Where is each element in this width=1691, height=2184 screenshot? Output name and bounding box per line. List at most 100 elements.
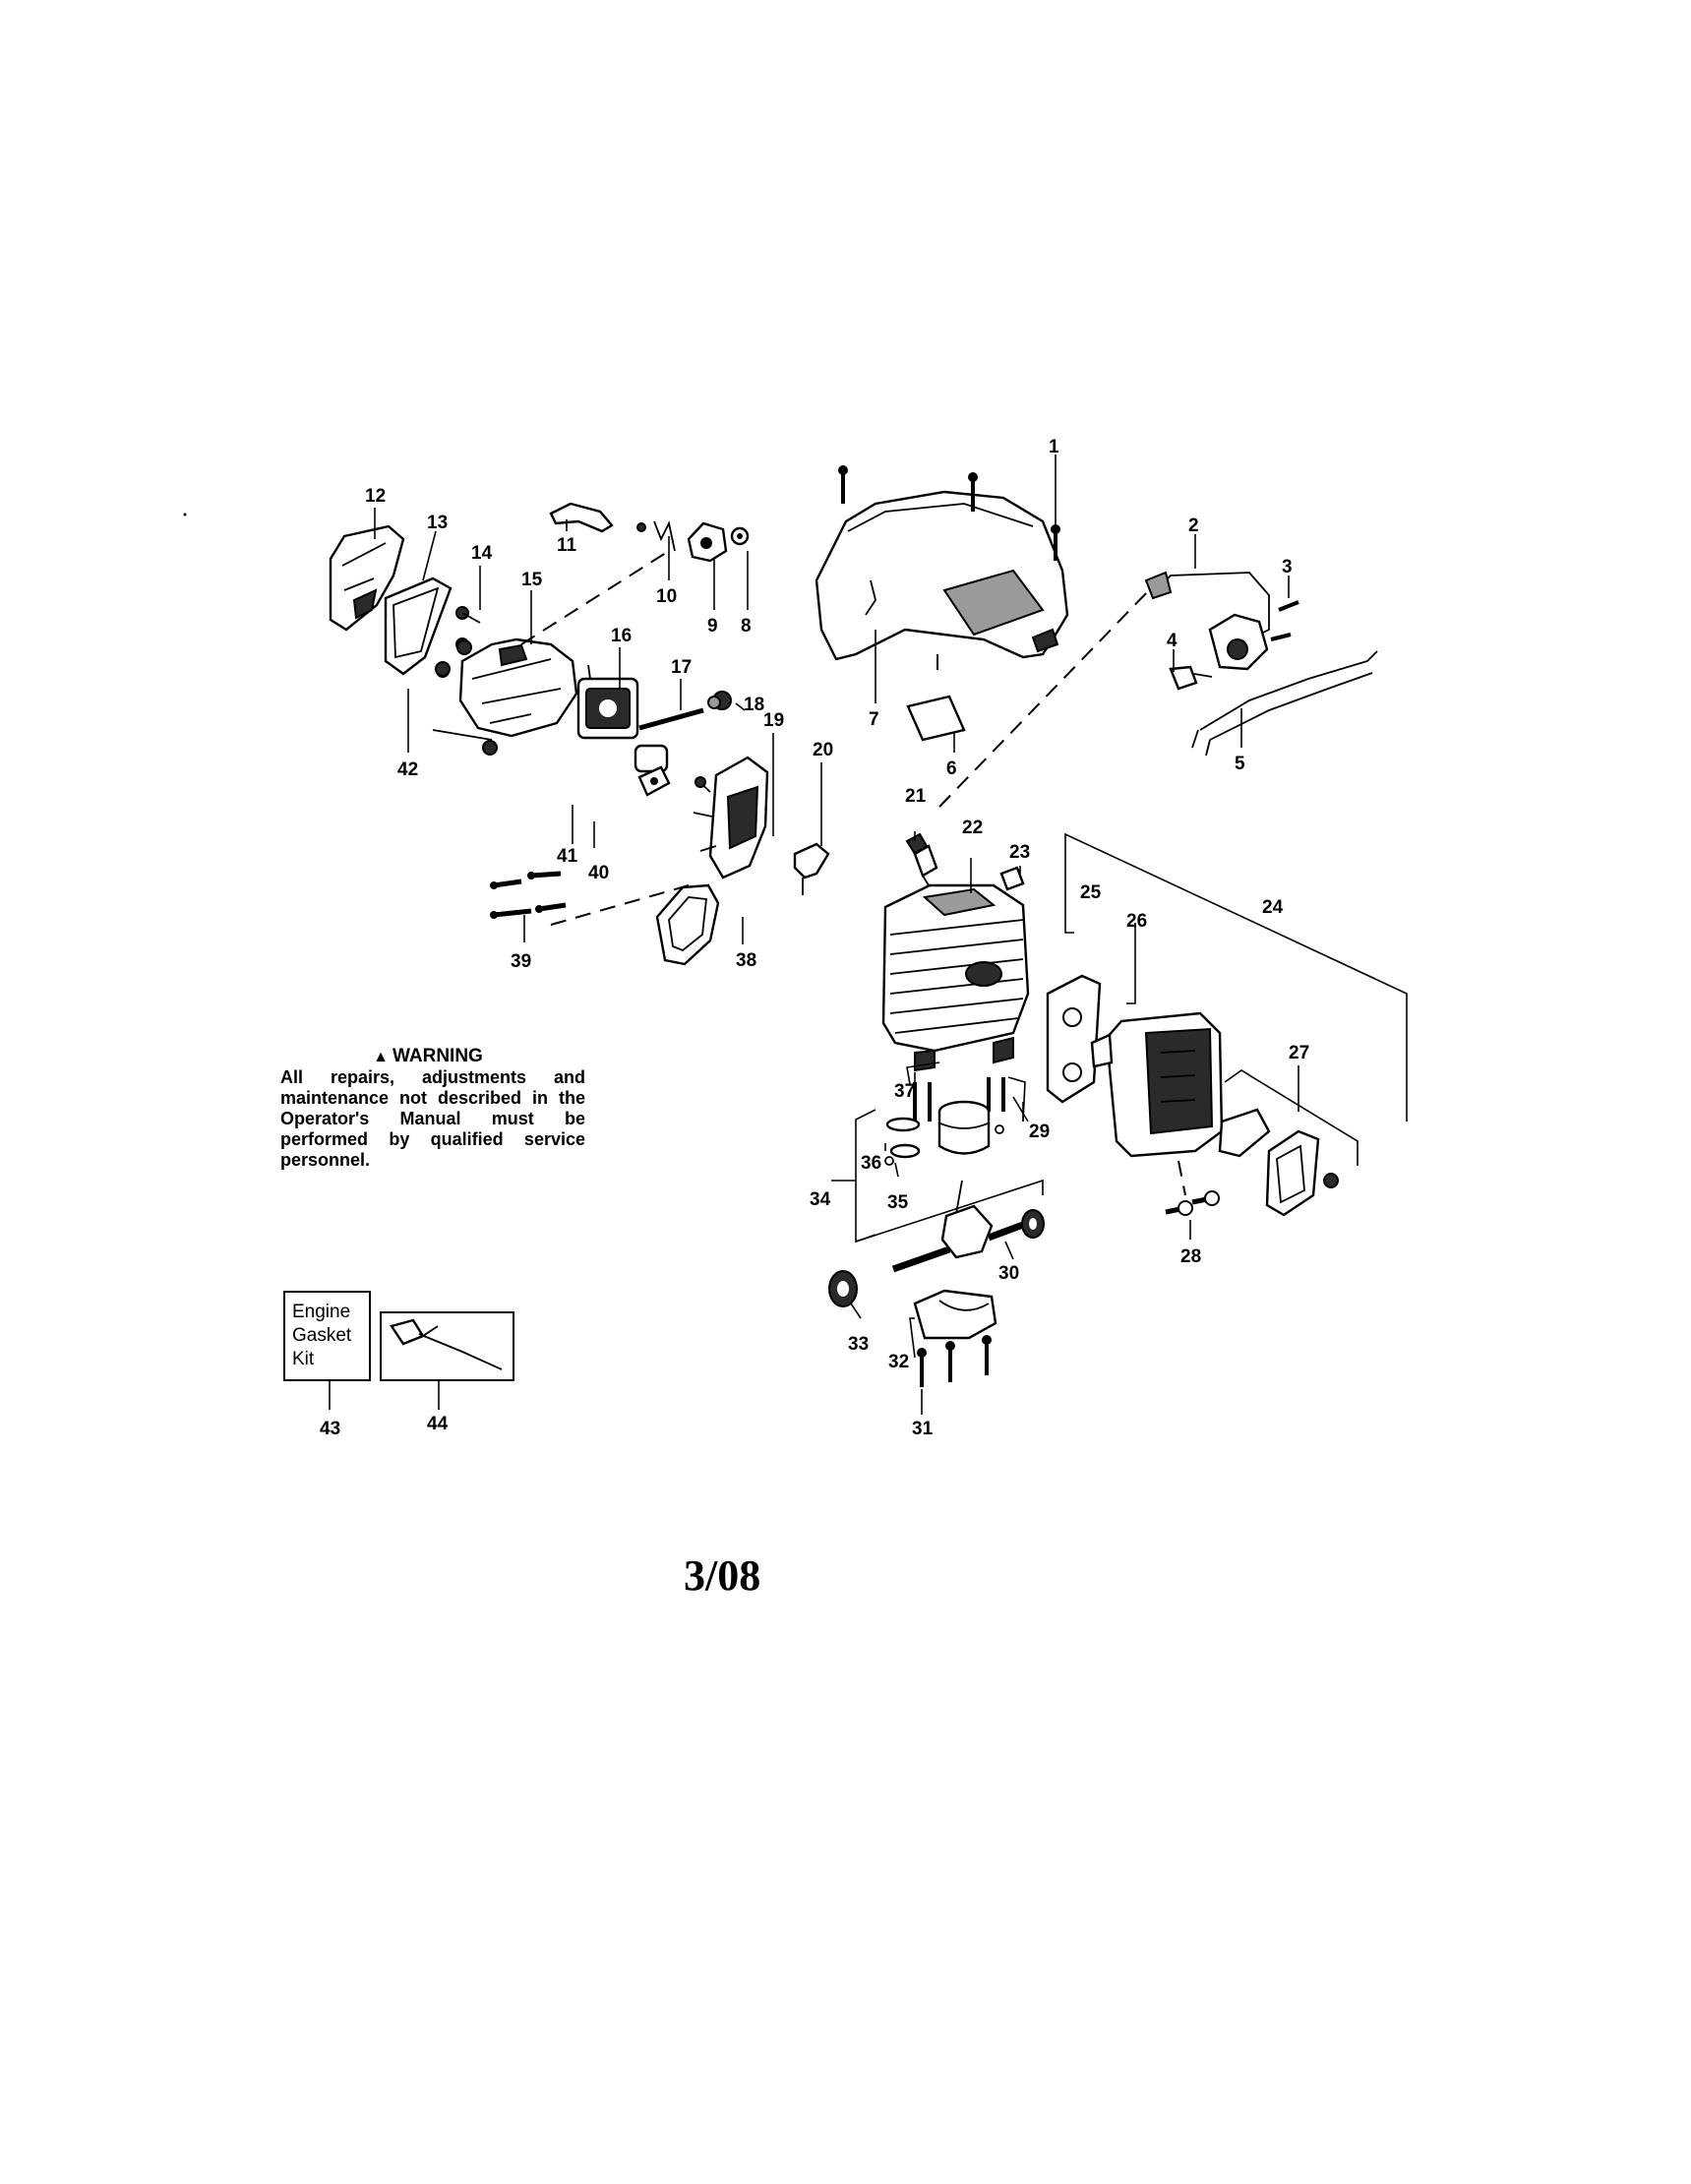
kit-label-line-2: Gasket bbox=[292, 1325, 352, 1346]
part-15-clutch-cover bbox=[432, 637, 578, 756]
revision-date: 3/08 bbox=[684, 1551, 761, 1600]
part-42-nuts bbox=[435, 639, 472, 677]
part-2-ignition-lead bbox=[1144, 571, 1270, 640]
callout-31: 31 bbox=[912, 1419, 934, 1439]
part-piston bbox=[937, 1100, 991, 1155]
part-29-bolts bbox=[987, 1077, 1005, 1112]
callout-33: 33 bbox=[848, 1334, 869, 1355]
bracket-30 bbox=[855, 1179, 1044, 1243]
part-3-screws bbox=[1270, 600, 1299, 641]
callout-19: 19 bbox=[763, 710, 784, 731]
callout-24: 24 bbox=[1262, 897, 1284, 918]
callout-16: 16 bbox=[611, 626, 632, 646]
callout-17: 17 bbox=[671, 657, 692, 678]
callout-35: 35 bbox=[887, 1192, 909, 1213]
callout-41: 41 bbox=[557, 846, 578, 867]
part-31-bolts bbox=[917, 1335, 992, 1387]
part-12-side-cover bbox=[329, 524, 405, 632]
callout-38: 38 bbox=[736, 950, 756, 971]
part-13-gasket bbox=[384, 576, 453, 676]
callout-37: 37 bbox=[894, 1081, 915, 1102]
callout-12: 12 bbox=[365, 486, 386, 507]
tool-box-frame bbox=[380, 1311, 514, 1381]
part-9-pump bbox=[687, 521, 728, 563]
part-44-scrench-tool bbox=[390, 1318, 503, 1370]
callout-13: 13 bbox=[427, 513, 448, 533]
callout-36: 36 bbox=[861, 1153, 881, 1174]
callout-23: 23 bbox=[1009, 842, 1030, 863]
callout-25: 25 bbox=[1080, 882, 1102, 903]
callout-11: 11 bbox=[557, 535, 577, 556]
part-7-top-cover bbox=[815, 490, 1069, 661]
part-8-grommet bbox=[730, 526, 750, 546]
callout-3: 3 bbox=[1282, 557, 1293, 577]
bracket-27 bbox=[1224, 1069, 1359, 1166]
part-6-decal bbox=[906, 695, 966, 742]
callout-7: 7 bbox=[869, 709, 879, 730]
part-bearing-right bbox=[1021, 1209, 1045, 1239]
stray-dot bbox=[183, 513, 187, 516]
part-36-ring bbox=[885, 1117, 921, 1132]
callout-39: 39 bbox=[511, 951, 531, 972]
warning-triangle-icon: ▲ bbox=[373, 1049, 389, 1065]
part-28-screws bbox=[1165, 1190, 1220, 1216]
callout-4: 4 bbox=[1167, 631, 1178, 651]
kit-label-line-1: Engine bbox=[292, 1302, 351, 1322]
assembly-line-28 bbox=[1178, 1160, 1186, 1196]
part-14-screw bbox=[455, 606, 481, 624]
part-19-filter-base bbox=[693, 756, 769, 880]
part-1-screws bbox=[838, 465, 1060, 561]
bracket-24 bbox=[1064, 832, 1408, 1122]
warning-title-text: WARNING bbox=[393, 1046, 483, 1066]
part-21-spark-plug bbox=[905, 832, 938, 886]
callout-44: 44 bbox=[427, 1414, 449, 1434]
part-16-carburetor bbox=[576, 664, 639, 740]
part-5-wire-harness bbox=[1191, 650, 1378, 757]
part-38-gasket bbox=[655, 883, 720, 966]
part-30-crankshaft bbox=[891, 1180, 1025, 1273]
callout-6: 6 bbox=[946, 758, 957, 779]
part-35-clips bbox=[884, 1124, 1004, 1166]
callout-32: 32 bbox=[888, 1352, 909, 1372]
callout-2: 2 bbox=[1188, 516, 1199, 536]
callout-21: 21 bbox=[905, 786, 927, 807]
bracket-34 bbox=[831, 1109, 876, 1244]
kit-label-line-3: Kit bbox=[292, 1349, 315, 1369]
callout-18: 18 bbox=[744, 695, 764, 715]
callout-30: 30 bbox=[998, 1263, 1019, 1284]
callout-14: 14 bbox=[471, 543, 493, 564]
leader-lines bbox=[329, 455, 1299, 1415]
callout-10: 10 bbox=[656, 586, 677, 607]
callout-1: 1 bbox=[1049, 437, 1059, 457]
part-39-bolts bbox=[490, 871, 567, 919]
callout-34: 34 bbox=[810, 1189, 831, 1210]
part-26-muffler bbox=[1090, 1011, 1224, 1158]
part-33-seal bbox=[828, 1270, 858, 1307]
callout-26: 26 bbox=[1126, 911, 1147, 932]
part-20-filter bbox=[793, 842, 830, 895]
callout-22: 22 bbox=[962, 818, 983, 838]
engine-gasket-kit-box: Engine Gasket Kit bbox=[283, 1291, 371, 1381]
callout-9: 9 bbox=[707, 616, 718, 637]
part-27-screen bbox=[1218, 1108, 1320, 1217]
part-25-gasket bbox=[1046, 974, 1102, 1104]
part-40-gasket bbox=[637, 765, 671, 797]
bracket-37-29 bbox=[906, 1062, 1026, 1122]
assembly-line-15-10 bbox=[520, 550, 670, 645]
part-18-choke-knob bbox=[707, 691, 732, 710]
part-22-cylinder bbox=[881, 883, 1030, 1072]
part-17-throttle-rod bbox=[638, 707, 704, 731]
callout-28: 28 bbox=[1180, 1246, 1201, 1267]
warning-title: ▲WARNING bbox=[271, 1046, 585, 1067]
callout-5: 5 bbox=[1235, 754, 1245, 774]
callout-8: 8 bbox=[741, 616, 752, 637]
callout-40: 40 bbox=[588, 863, 609, 883]
warning-body: All repairs, adjustments and maintenance… bbox=[280, 1067, 585, 1170]
callout-42: 42 bbox=[397, 759, 418, 780]
part-37-bolts bbox=[913, 1082, 932, 1122]
part-ignition-module bbox=[1208, 613, 1269, 671]
warning-notice: ▲WARNING All repairs, adjustments and ma… bbox=[280, 1046, 585, 1171]
callout-15: 15 bbox=[521, 570, 543, 590]
callout-43: 43 bbox=[320, 1419, 340, 1439]
